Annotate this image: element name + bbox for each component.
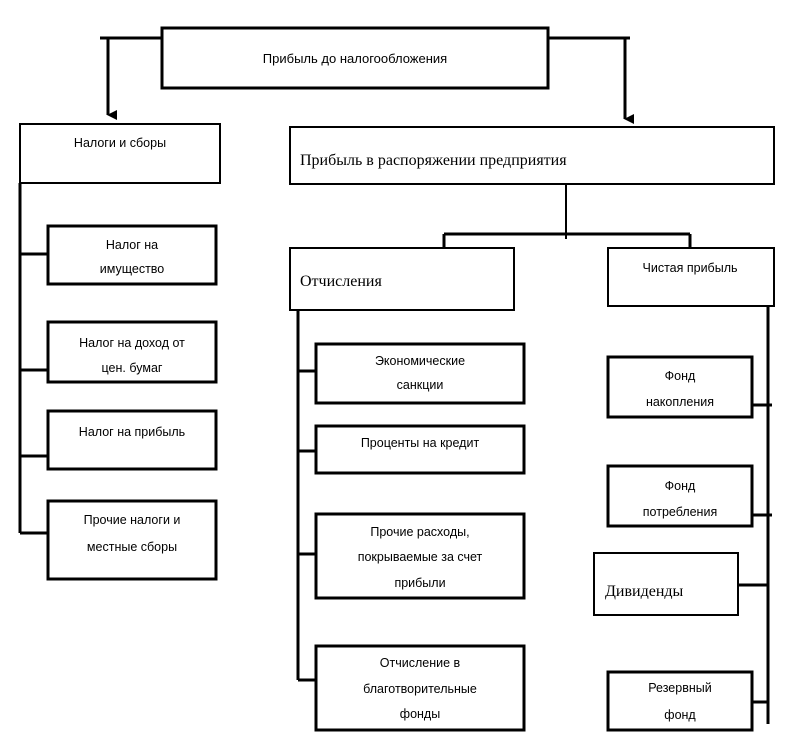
taxes-header-box xyxy=(19,123,221,184)
tax-item-line2: имущество xyxy=(100,262,165,276)
deductions-header: Отчисления xyxy=(300,273,382,290)
tax-item-line1: Налог на доход от xyxy=(79,336,185,350)
split-connectors xyxy=(442,184,692,248)
deductions-branch: Отчисления Экономические санкции Процент… xyxy=(289,247,526,732)
taxes-branch: Налоги и сборы Налог на имущество Налог … xyxy=(18,123,221,581)
tax-item-line2: местные сборы xyxy=(87,540,177,554)
fund-item-line2: накопления xyxy=(646,395,714,409)
tax-item-line1: Налог на прибыль xyxy=(79,425,185,439)
fund-item-line1: Дивиденды xyxy=(605,583,684,600)
deduction-item-box xyxy=(314,512,526,600)
tax-item-box xyxy=(46,499,218,581)
net-profit-header-box xyxy=(607,247,775,307)
tax-item-line2: цен. бумаг xyxy=(102,361,163,375)
root-label: Прибыль до налогообложения xyxy=(263,51,447,66)
root-node: Прибыль до налогообложения xyxy=(160,26,550,90)
fund-item-line1: Резервный xyxy=(648,681,711,695)
tax-item-line1: Прочие налоги и xyxy=(84,513,181,527)
fund-item-line2: потребления xyxy=(643,505,717,519)
fund-item-box xyxy=(606,670,754,732)
company-profit-label: Прибыль в распоряжении предприятия xyxy=(300,152,567,169)
deduction-item-line3: фонды xyxy=(400,707,440,721)
deduction-item-line2: благотворительные xyxy=(363,682,477,696)
deduction-item-box xyxy=(314,342,526,405)
company-profit-node: Прибыль в распоряжении предприятия xyxy=(289,126,775,185)
deduction-item-line2: покрываемые за счет xyxy=(358,550,483,564)
deduction-item-line2: санкции xyxy=(397,378,444,392)
tax-item-box xyxy=(46,224,218,286)
deduction-item-line1: Отчисление в xyxy=(380,656,461,670)
deduction-item-box xyxy=(314,644,526,732)
deduction-item-line1: Экономические xyxy=(375,354,465,368)
deduction-item-line1: Проценты на кредит xyxy=(361,436,480,450)
deductions-header-box xyxy=(289,247,515,311)
fund-item-line1: Фонд xyxy=(665,479,696,493)
tax-item-line1: Налог на xyxy=(106,238,158,252)
taxes-header: Налоги и сборы xyxy=(74,136,166,150)
deduction-item-line3: прибыли xyxy=(394,576,445,590)
tax-item-box xyxy=(46,320,218,384)
fund-item-line1: Фонд xyxy=(665,369,696,383)
fund-item-box xyxy=(593,552,739,616)
net-profit-branch: Чистая прибыль Фонд накопления Фонд потр… xyxy=(593,247,775,732)
fund-item-line2: фонд xyxy=(664,708,696,722)
tax-item-box xyxy=(46,409,218,471)
deduction-item-box xyxy=(314,424,526,475)
fund-item-box xyxy=(606,464,754,528)
net-profit-header: Чистая прибыль xyxy=(643,261,738,275)
root-connectors xyxy=(100,36,634,124)
fund-item-box xyxy=(606,355,754,419)
deduction-item-line1: Прочие расходы, xyxy=(370,525,469,539)
